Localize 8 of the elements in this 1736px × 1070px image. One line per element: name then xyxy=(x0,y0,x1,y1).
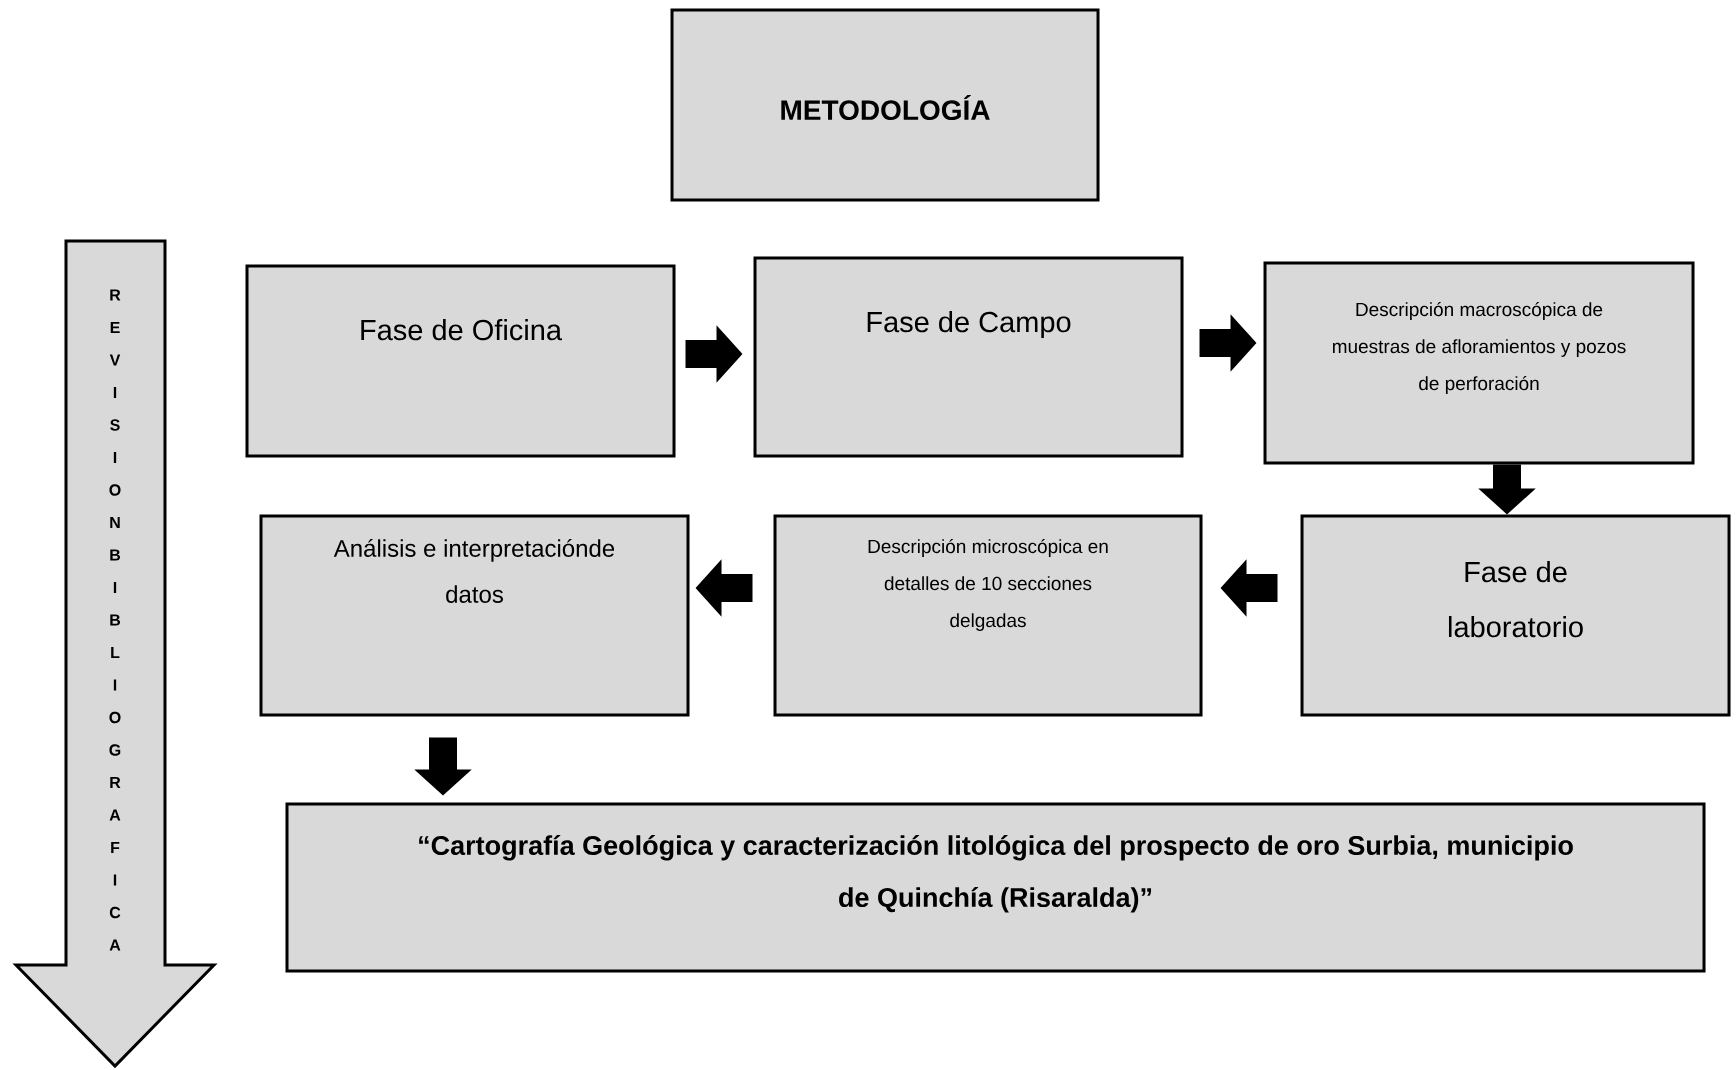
result-box: “Cartografía Geológica y caracterización litológica del prospecto de oro Surbia, municipio de Quinchía (Risaralda)” xyxy=(285,802,1706,973)
process-box: Descripción macroscópica de muestras de afloramientos y pozos de perforación xyxy=(1263,261,1695,465)
process-box: Descripción microscópica en detalles de 10 secciones delgadas xyxy=(773,514,1203,717)
process-box: Fase de Oficina xyxy=(245,264,676,458)
process-box: Análisis e interpretaciónde datos xyxy=(259,514,690,717)
process-box: Fase de Campo xyxy=(753,256,1184,458)
title-box: METODOLOGÍA xyxy=(670,8,1100,202)
process-box: Fase de laboratorio xyxy=(1300,514,1731,717)
